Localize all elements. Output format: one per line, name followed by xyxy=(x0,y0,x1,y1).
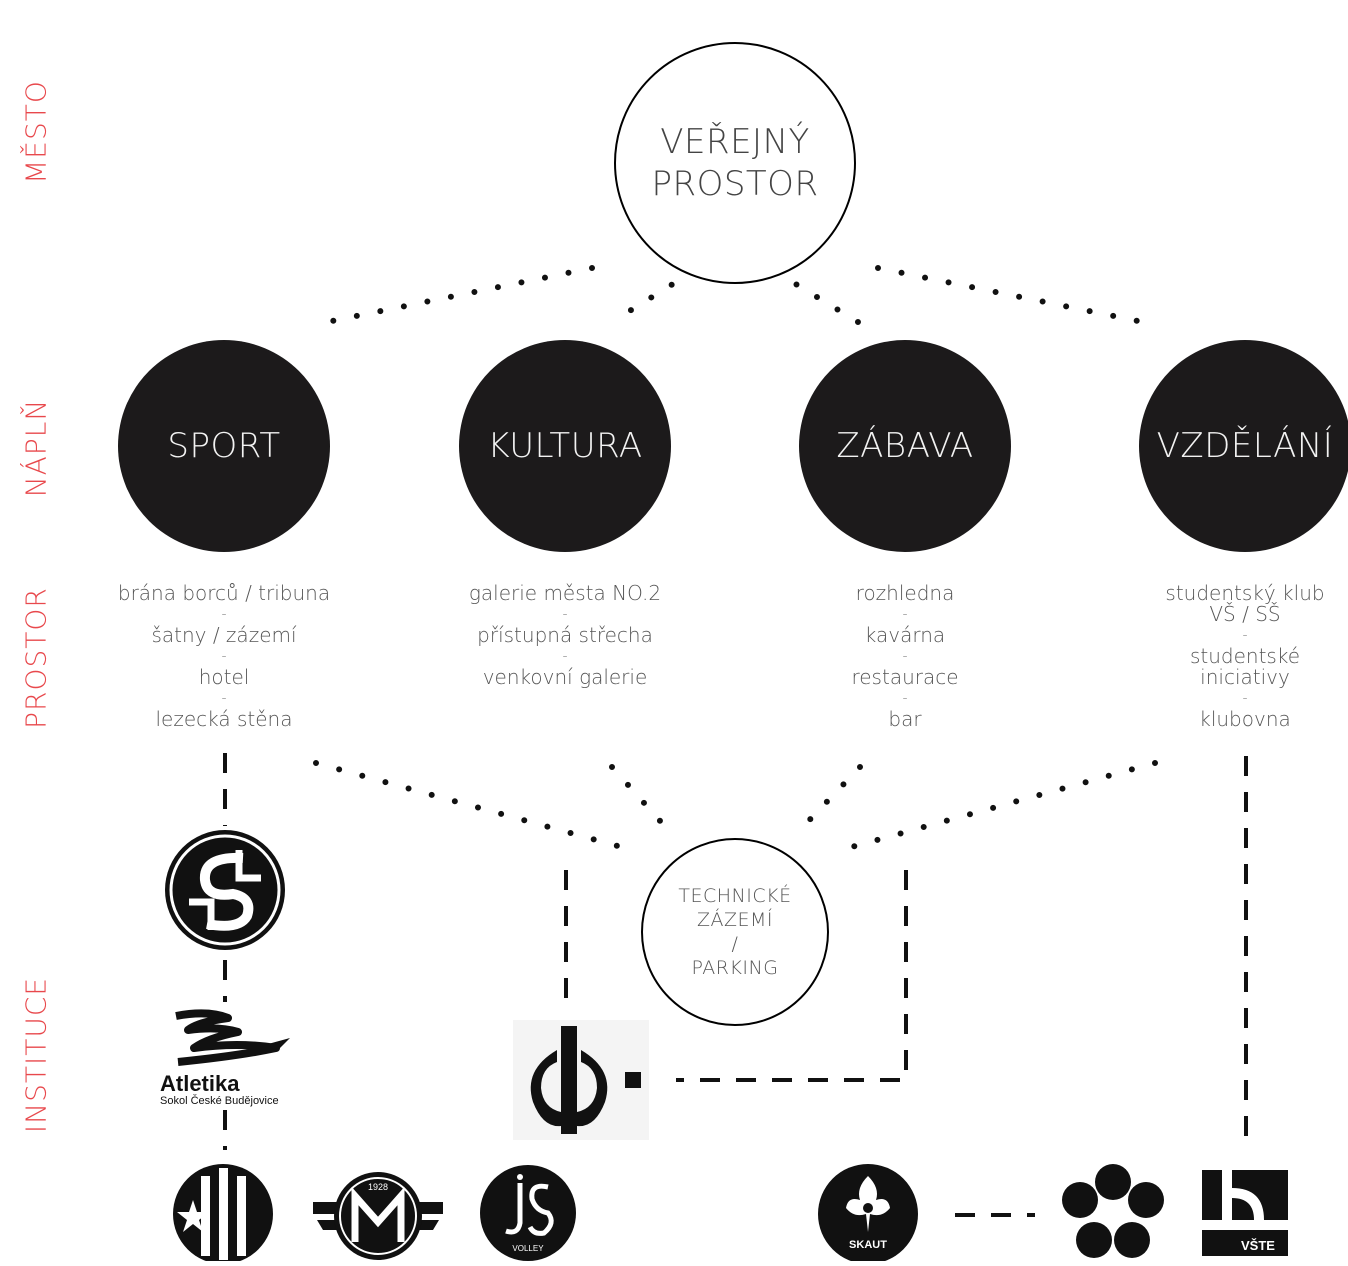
space-separator: - xyxy=(902,690,908,706)
space-item: galerie města NO.2 xyxy=(468,581,662,605)
public-space-circle: VEŘEJNÝ PROSTOR xyxy=(614,42,856,284)
category-kultura-label: KULTURA xyxy=(487,426,643,466)
space-item: kavárna xyxy=(864,623,946,647)
dotted-link-top-kultura xyxy=(609,269,695,325)
space-separator: - xyxy=(221,690,227,706)
space-separator: - xyxy=(221,606,227,622)
space-separator: - xyxy=(1242,690,1248,706)
space-item: klubovna xyxy=(1199,707,1291,731)
spaces-zabava: rozhledna - kavárna - restaurace - bar xyxy=(785,583,1025,730)
space-item: studentské iniciativy xyxy=(1189,644,1301,689)
space-separator: - xyxy=(562,606,568,622)
dotted-link-kultura-tech xyxy=(609,764,673,835)
technical-line1: TECHNICKÉ xyxy=(678,885,792,907)
dotted-link-top-sport xyxy=(319,265,595,326)
volley-text: VOLLEY xyxy=(512,1244,544,1253)
dotted-link-top-vzdelani xyxy=(875,265,1151,326)
space-separator: - xyxy=(902,606,908,622)
category-vzdelani-label: VZDĚLÁNÍ xyxy=(1156,426,1334,466)
sokol-logo xyxy=(163,828,287,952)
motor-logo: 1928 xyxy=(313,1162,443,1261)
space-separator: - xyxy=(1242,627,1248,643)
public-space-line2: PROSTOR xyxy=(651,164,819,204)
spaces-vzdelani: studentský klub VŠ / SŠ - studentské ini… xyxy=(1150,583,1340,730)
dotted-link-top-zabava xyxy=(773,269,861,325)
category-zabava-label: ZÁBAVA xyxy=(836,426,974,466)
space-separator: - xyxy=(902,648,908,664)
space-item: brána borců / tribuna xyxy=(117,581,331,605)
space-item: bar xyxy=(888,707,922,731)
spaces-kultura: galerie města NO.2 - přístupná střecha -… xyxy=(445,583,685,688)
atletika-title: Atletika xyxy=(160,1071,240,1096)
dotted-link-zabava-tech xyxy=(795,764,863,835)
space-item: hotel xyxy=(198,665,250,689)
category-zabava: ZÁBAVA xyxy=(799,340,1011,552)
space-item: restaurace xyxy=(851,665,959,689)
category-vzdelani: VZDĚLÁNÍ xyxy=(1139,340,1348,552)
spaces-sport: brána borců / tribuna - šatny / zázemí -… xyxy=(104,583,344,730)
space-separator: - xyxy=(221,648,227,664)
dotted-link-sport-tech xyxy=(313,760,628,851)
public-space-line1: VEŘEJNÝ xyxy=(660,122,810,162)
space-item: venkovní galerie xyxy=(482,665,648,689)
space-item: rozhledna xyxy=(855,581,955,605)
technical-line4: PARKING xyxy=(691,957,779,979)
space-item: šatny / zázemí xyxy=(151,623,297,647)
space-item: přístupná střecha xyxy=(477,623,653,647)
dynamo-logo xyxy=(171,1160,275,1264)
technical-circle: TECHNICKÉ ZÁZEMÍ / PARKING xyxy=(641,838,829,1026)
vste-text: VŠTE xyxy=(1241,1238,1275,1253)
space-item: lezecká stěna xyxy=(155,707,293,731)
skaut-logo: SKAUT xyxy=(816,1162,922,1264)
technical-line3: / xyxy=(731,933,739,955)
space-separator: - xyxy=(562,648,568,664)
atletika-logo: Atletika Sokol České Budějovice xyxy=(158,1008,292,1108)
category-kultura: KULTURA xyxy=(459,340,671,552)
category-sport: SPORT xyxy=(118,340,330,552)
dashed-link-zabava-theatre xyxy=(676,870,908,1082)
technical-line2: ZÁZEMÍ xyxy=(696,909,774,931)
skaut-text: SKAUT xyxy=(849,1239,887,1251)
theatre-logo xyxy=(513,1020,649,1140)
atletika-subtitle: Sokol České Budějovice xyxy=(160,1095,279,1107)
category-sport-label: SPORT xyxy=(167,426,281,466)
motor-year: 1928 xyxy=(368,1182,388,1192)
student-club-logo xyxy=(1058,1160,1168,1261)
vste-logo: VŠTE xyxy=(1198,1162,1292,1261)
volley-logo: VOLLEY xyxy=(478,1163,578,1261)
space-item: studentský klub VŠ / SŠ xyxy=(1165,581,1325,626)
dotted-link-vzdelani-tech xyxy=(845,760,1158,851)
